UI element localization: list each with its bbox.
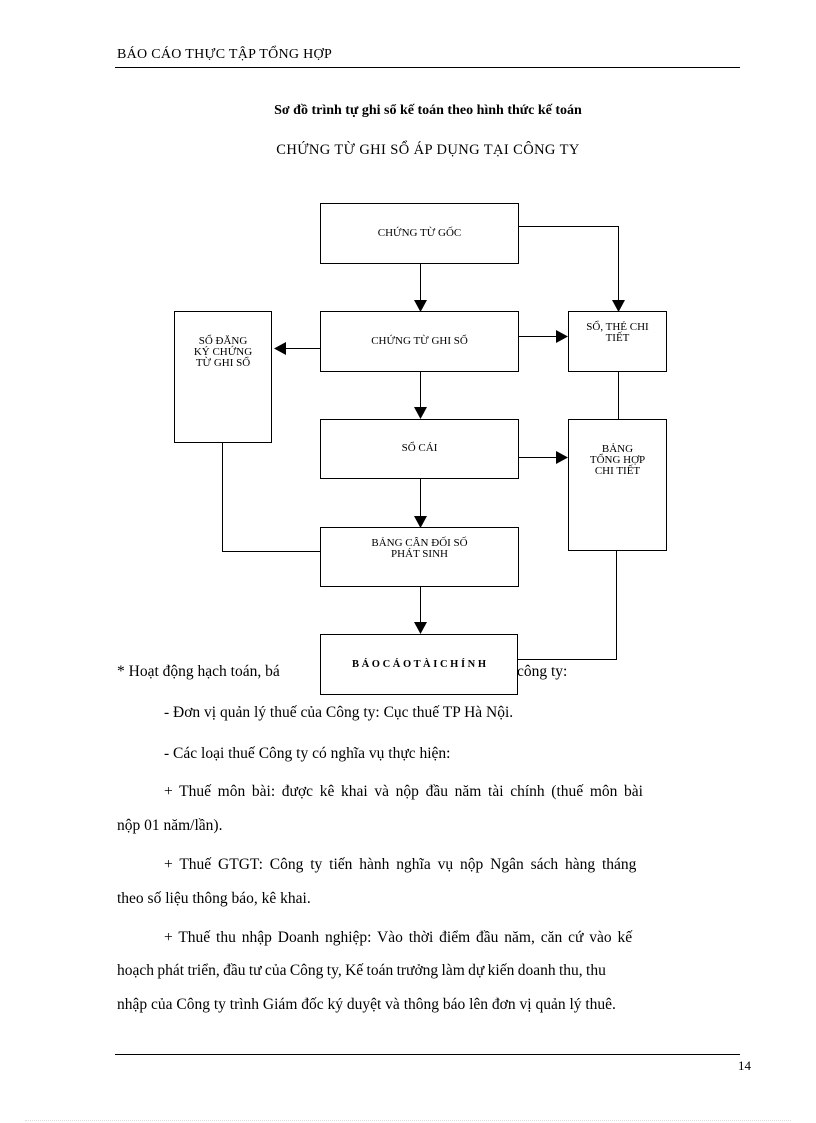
body-paragraph: - Các loại thuế Công ty có nghĩa vụ thực… [164, 745, 451, 762]
box-label: CHI TIẾT [594, 465, 641, 477]
box-so-cai: SỔ CÁI [320, 419, 519, 479]
running-header: BÁO CÁO THỰC TẬP TỔNG HỢP [117, 47, 333, 62]
box-label: TỔNG HỢP [589, 454, 646, 466]
page-edge-dots [25, 1120, 791, 1121]
box-chung-tu-ghi-so: CHỨNG TỪ GHI SỔ [320, 311, 519, 372]
connector-tonghop-down [616, 550, 617, 660]
connector-goc-down [618, 226, 619, 302]
connector-goc-to-ghiso [420, 264, 421, 302]
connector-the-to-tonghop [618, 372, 619, 419]
box-label: PHÁT SINH [391, 548, 448, 560]
box-label: TỪ GHI SỔ [195, 357, 251, 369]
connector-ghiso-to-dangky [285, 348, 321, 349]
box-label: KÝ CHỨNG [193, 346, 253, 358]
body-paragraph: nhập của Công ty trình Giám đốc ký duyệt… [117, 996, 616, 1013]
box-bao-cao-tai-chinh: B Á O C Á O T À I C H Í N H [320, 634, 518, 695]
body-line-intro-right: công ty: [517, 663, 568, 680]
body-paragraph: + Thuế GTGT: Công ty tiến hành nghĩa vụ … [164, 856, 637, 873]
connector-ghiso-to-socai [420, 372, 421, 408]
arrow-down-icon [414, 300, 427, 312]
arrow-down-icon [414, 516, 427, 528]
diagram-subtitle: CHỨNG TỪ GHI SỔ ÁP DỤNG TẠI CÔNG TY [276, 142, 580, 158]
arrow-left-icon [274, 342, 286, 355]
arrow-right-icon [556, 330, 568, 343]
box-label: SỔ, THẺ CHI [586, 321, 649, 333]
box-bang-tong-hop: BẢNG TỔNG HỢP CHI TIẾT [568, 419, 667, 551]
box-so-dang-ky: SỔ ĐĂNG KÝ CHỨNG TỪ GHI SỔ [174, 311, 272, 443]
box-label: BẢNG CÂN ĐỐI SỐ [371, 537, 468, 549]
header-rule [115, 67, 740, 68]
body-paragraph: theo số liệu thông báo, kê khai. [117, 890, 311, 907]
box-bang-can-doi: BẢNG CÂN ĐỐI SỐ PHÁT SINH [320, 527, 519, 587]
box-label: CHỨNG TỪ GHI SỔ [371, 335, 468, 347]
footer-rule [115, 1054, 740, 1055]
connector-socai-to-candoi [420, 479, 421, 517]
body-paragraph: hoạch phát triển, đầu tư của Công ty, Kế… [117, 962, 606, 979]
connector-dangky-to-candoi [222, 551, 321, 552]
connector-socai-to-tonghop [519, 457, 557, 458]
connector-dangky-down [222, 442, 223, 552]
box-label: BẢNG [601, 443, 634, 455]
body-paragraph: - Đơn vị quản lý thuế của Công ty: Cục t… [164, 704, 514, 721]
connector-goc-right [519, 226, 619, 227]
body-line-intro-left: * Hoạt động hạch toán, bá [117, 663, 280, 680]
diagram-title: Sơ đồ trình tự ghi sổ kế toán theo hình … [274, 103, 582, 118]
body-paragraph: nộp 01 năm/lần). [117, 817, 223, 834]
connector-tonghop-to-baocao [517, 659, 617, 660]
box-label: TIẾT [605, 332, 630, 344]
connector-candoi-to-baocao [420, 587, 421, 624]
arrow-right-icon [556, 451, 568, 464]
arrow-down-icon [612, 300, 625, 312]
page-number: 14 [738, 1058, 751, 1073]
arrow-down-icon [414, 407, 427, 419]
body-paragraph: + Thuế môn bài: được kê khai và nộp đầu … [164, 783, 643, 800]
box-label: SỔ ĐĂNG [198, 335, 248, 347]
box-so-the-chi-tiet: SỔ, THẺ CHI TIẾT [568, 311, 667, 372]
arrow-down-icon [414, 622, 427, 634]
connector-ghiso-to-the [519, 336, 557, 337]
box-label: CHỨNG TỪ GỐC [377, 227, 462, 239]
box-chung-tu-goc: CHỨNG TỪ GỐC [320, 203, 519, 264]
box-label: SỔ CÁI [401, 442, 438, 454]
box-label: B Á O C Á O T À I C H Í N H [351, 659, 487, 670]
body-paragraph: + Thuế thu nhập Doanh nghiệp: Vào thời đ… [164, 929, 633, 946]
